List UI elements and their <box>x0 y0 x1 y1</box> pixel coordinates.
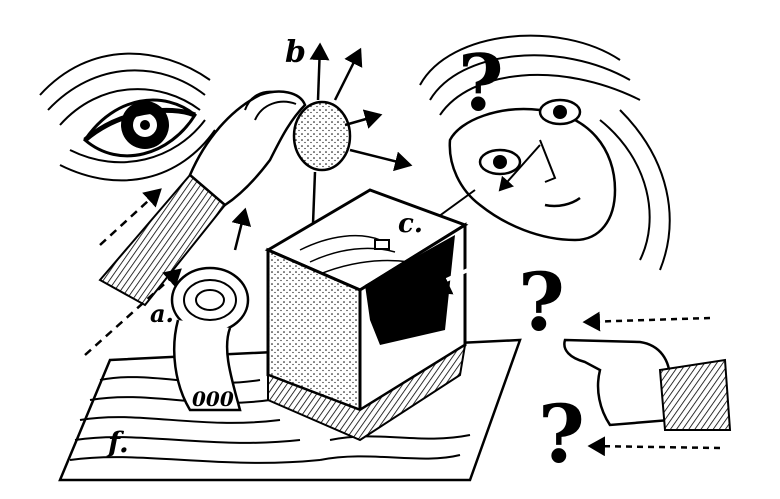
tape-measure-drawing <box>170 266 250 412</box>
question-mark-bottom: ? <box>538 387 585 481</box>
arrows <box>84 42 413 356</box>
label-b: b <box>285 35 306 70</box>
label-a: a. <box>150 299 174 328</box>
hand-drawing <box>98 90 307 307</box>
question-mark-middle: ? <box>518 255 565 349</box>
box-drawing <box>264 188 501 442</box>
sphere-drawing <box>292 100 352 172</box>
eye-drawing <box>39 52 216 182</box>
question-mark-top: ? <box>458 38 504 129</box>
tape-measure-marks: 000 <box>192 387 234 411</box>
label-c: c. <box>398 209 423 239</box>
pointing-hand-drawing <box>563 311 732 457</box>
label-f: f. <box>106 426 129 459</box>
face-drawing <box>418 34 671 271</box>
